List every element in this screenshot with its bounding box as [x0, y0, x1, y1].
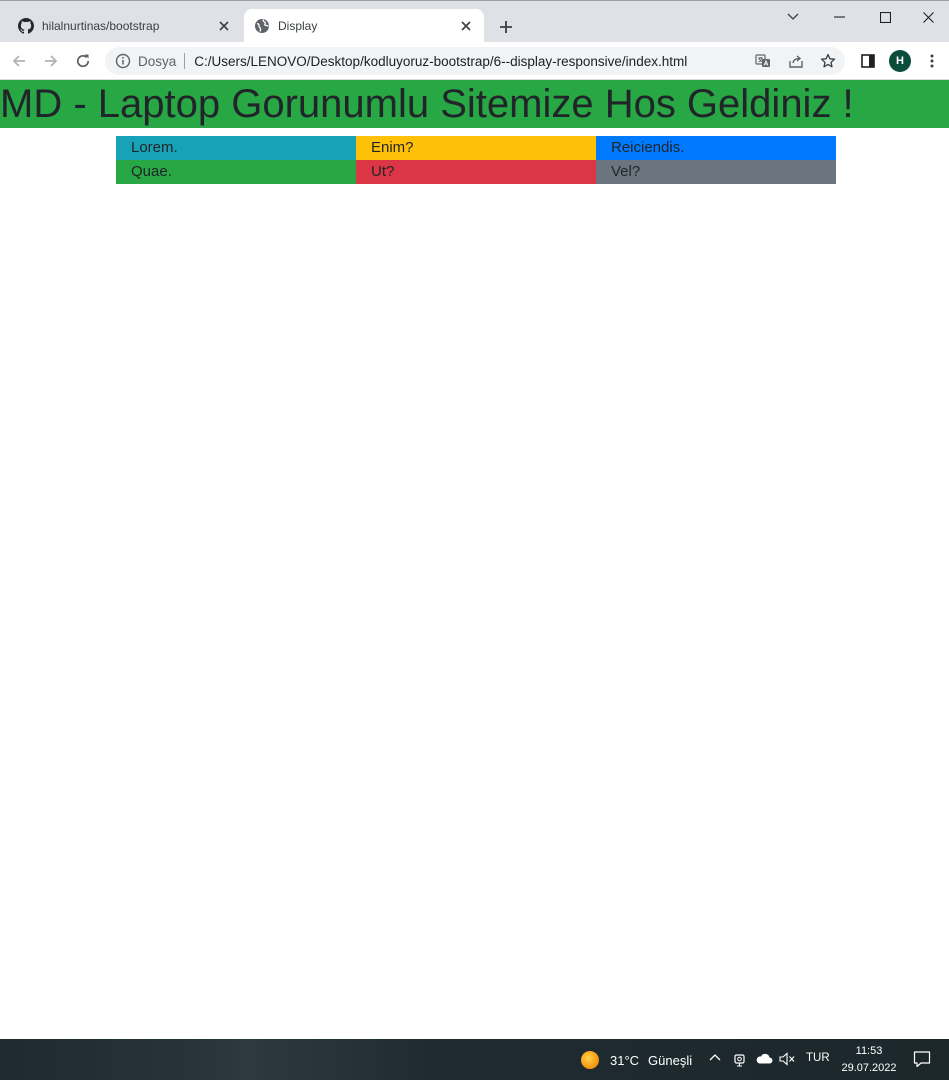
grid-cell-danger: Ut?: [356, 160, 596, 184]
globe-icon: [254, 18, 270, 34]
share-icon[interactable]: [787, 52, 805, 70]
tab-strip: hilalnurtinas/bootstrap Display: [0, 0, 949, 43]
reload-icon: [76, 54, 90, 68]
color-grid: Lorem. Enim? Reiciendis. Quae. Ut? Vel?: [116, 136, 836, 184]
github-icon: [18, 18, 34, 34]
url-text[interactable]: C:/Users/LENOVO/Desktop/kodluyoruz-boots…: [194, 53, 688, 69]
side-panel-icon: [861, 54, 875, 68]
meet-now-button[interactable]: [733, 1051, 747, 1067]
sun-icon: [581, 1051, 599, 1069]
browser-toolbar: Dosya C:/Users/LENOVO/Desktop/kodluyoruz…: [0, 42, 949, 80]
arrow-left-icon: [12, 55, 25, 67]
address-bar[interactable]: Dosya C:/Users/LENOVO/Desktop/kodluyoruz…: [105, 47, 845, 75]
show-hidden-icons-button[interactable]: [709, 1053, 721, 1061]
reload-button[interactable]: [70, 48, 96, 74]
tab-title: hilalnurtinas/bootstrap: [42, 19, 160, 33]
more-vertical-icon: [930, 54, 934, 68]
tab-title: Display: [278, 19, 318, 33]
cloud-icon: [756, 1053, 773, 1064]
maximize-icon: [879, 11, 891, 23]
clock-date: 29.07.2022: [841, 1062, 897, 1074]
page-content: MD - Laptop Gorunumlu Sitemize Hos Geldi…: [0, 80, 949, 1039]
arrow-right-icon: [45, 55, 58, 67]
notification-center-button[interactable]: [913, 1050, 931, 1068]
tab-github[interactable]: hilalnurtinas/bootstrap: [8, 9, 242, 43]
close-window-button[interactable]: [908, 2, 949, 32]
minimize-button[interactable]: [816, 2, 862, 32]
grid-cell-primary: Reiciendis.: [596, 136, 836, 160]
tab-display[interactable]: Display: [244, 9, 484, 43]
close-tab-icon[interactable]: [458, 18, 474, 34]
maximize-button[interactable]: [862, 2, 908, 32]
grid-cell-info: Lorem.: [116, 136, 356, 160]
grid-cell-success: Quae.: [116, 160, 356, 184]
windows-taskbar: 31°C Güneşli TUR 11:53 29.07.2022: [0, 1039, 949, 1080]
grid-row: Quae. Ut? Vel?: [116, 160, 836, 184]
info-icon[interactable]: [115, 53, 131, 69]
close-tab-icon[interactable]: [216, 18, 232, 34]
grid-cell-secondary: Vel?: [596, 160, 836, 184]
plus-icon: [500, 21, 512, 33]
chevron-down-icon: [787, 13, 799, 20]
chevron-up-icon: [709, 1054, 721, 1061]
weather-widget[interactable]: 31°C Güneşli: [581, 1051, 692, 1069]
volume-button[interactable]: [779, 1052, 795, 1066]
close-icon: [923, 11, 934, 23]
minimize-icon: [833, 16, 845, 18]
profile-avatar[interactable]: H: [889, 50, 911, 72]
omnibox-divider: [184, 53, 186, 69]
weather-temp: 31°C: [610, 1052, 640, 1068]
new-tab-button[interactable]: [496, 17, 516, 37]
translate-icon[interactable]: [754, 52, 772, 70]
browser-menu-button[interactable]: [919, 48, 945, 74]
security-label: Dosya: [138, 53, 177, 69]
notification-icon: [913, 1051, 931, 1068]
forward-button[interactable]: [38, 48, 64, 74]
bookmark-star-icon[interactable]: [819, 52, 837, 70]
grid-row: Lorem. Enim? Reiciendis.: [116, 136, 836, 160]
volume-muted-icon: [779, 1052, 795, 1066]
camera-icon: [734, 1054, 745, 1067]
weather-desc: Güneşli: [648, 1052, 693, 1068]
clock-time: 11:53: [855, 1045, 883, 1057]
onedrive-button[interactable]: [755, 1053, 773, 1064]
grid-cell-warning: Enim?: [356, 136, 596, 160]
page-heading: MD - Laptop Gorunumlu Sitemize Hos Geldi…: [0, 80, 949, 128]
language-indicator[interactable]: TUR: [806, 1052, 830, 1064]
back-button[interactable]: [6, 48, 32, 74]
tab-search-button[interactable]: [770, 2, 816, 32]
side-panel-button[interactable]: [855, 48, 881, 74]
system-clock[interactable]: 11:53 29.07.2022: [838, 1043, 900, 1077]
